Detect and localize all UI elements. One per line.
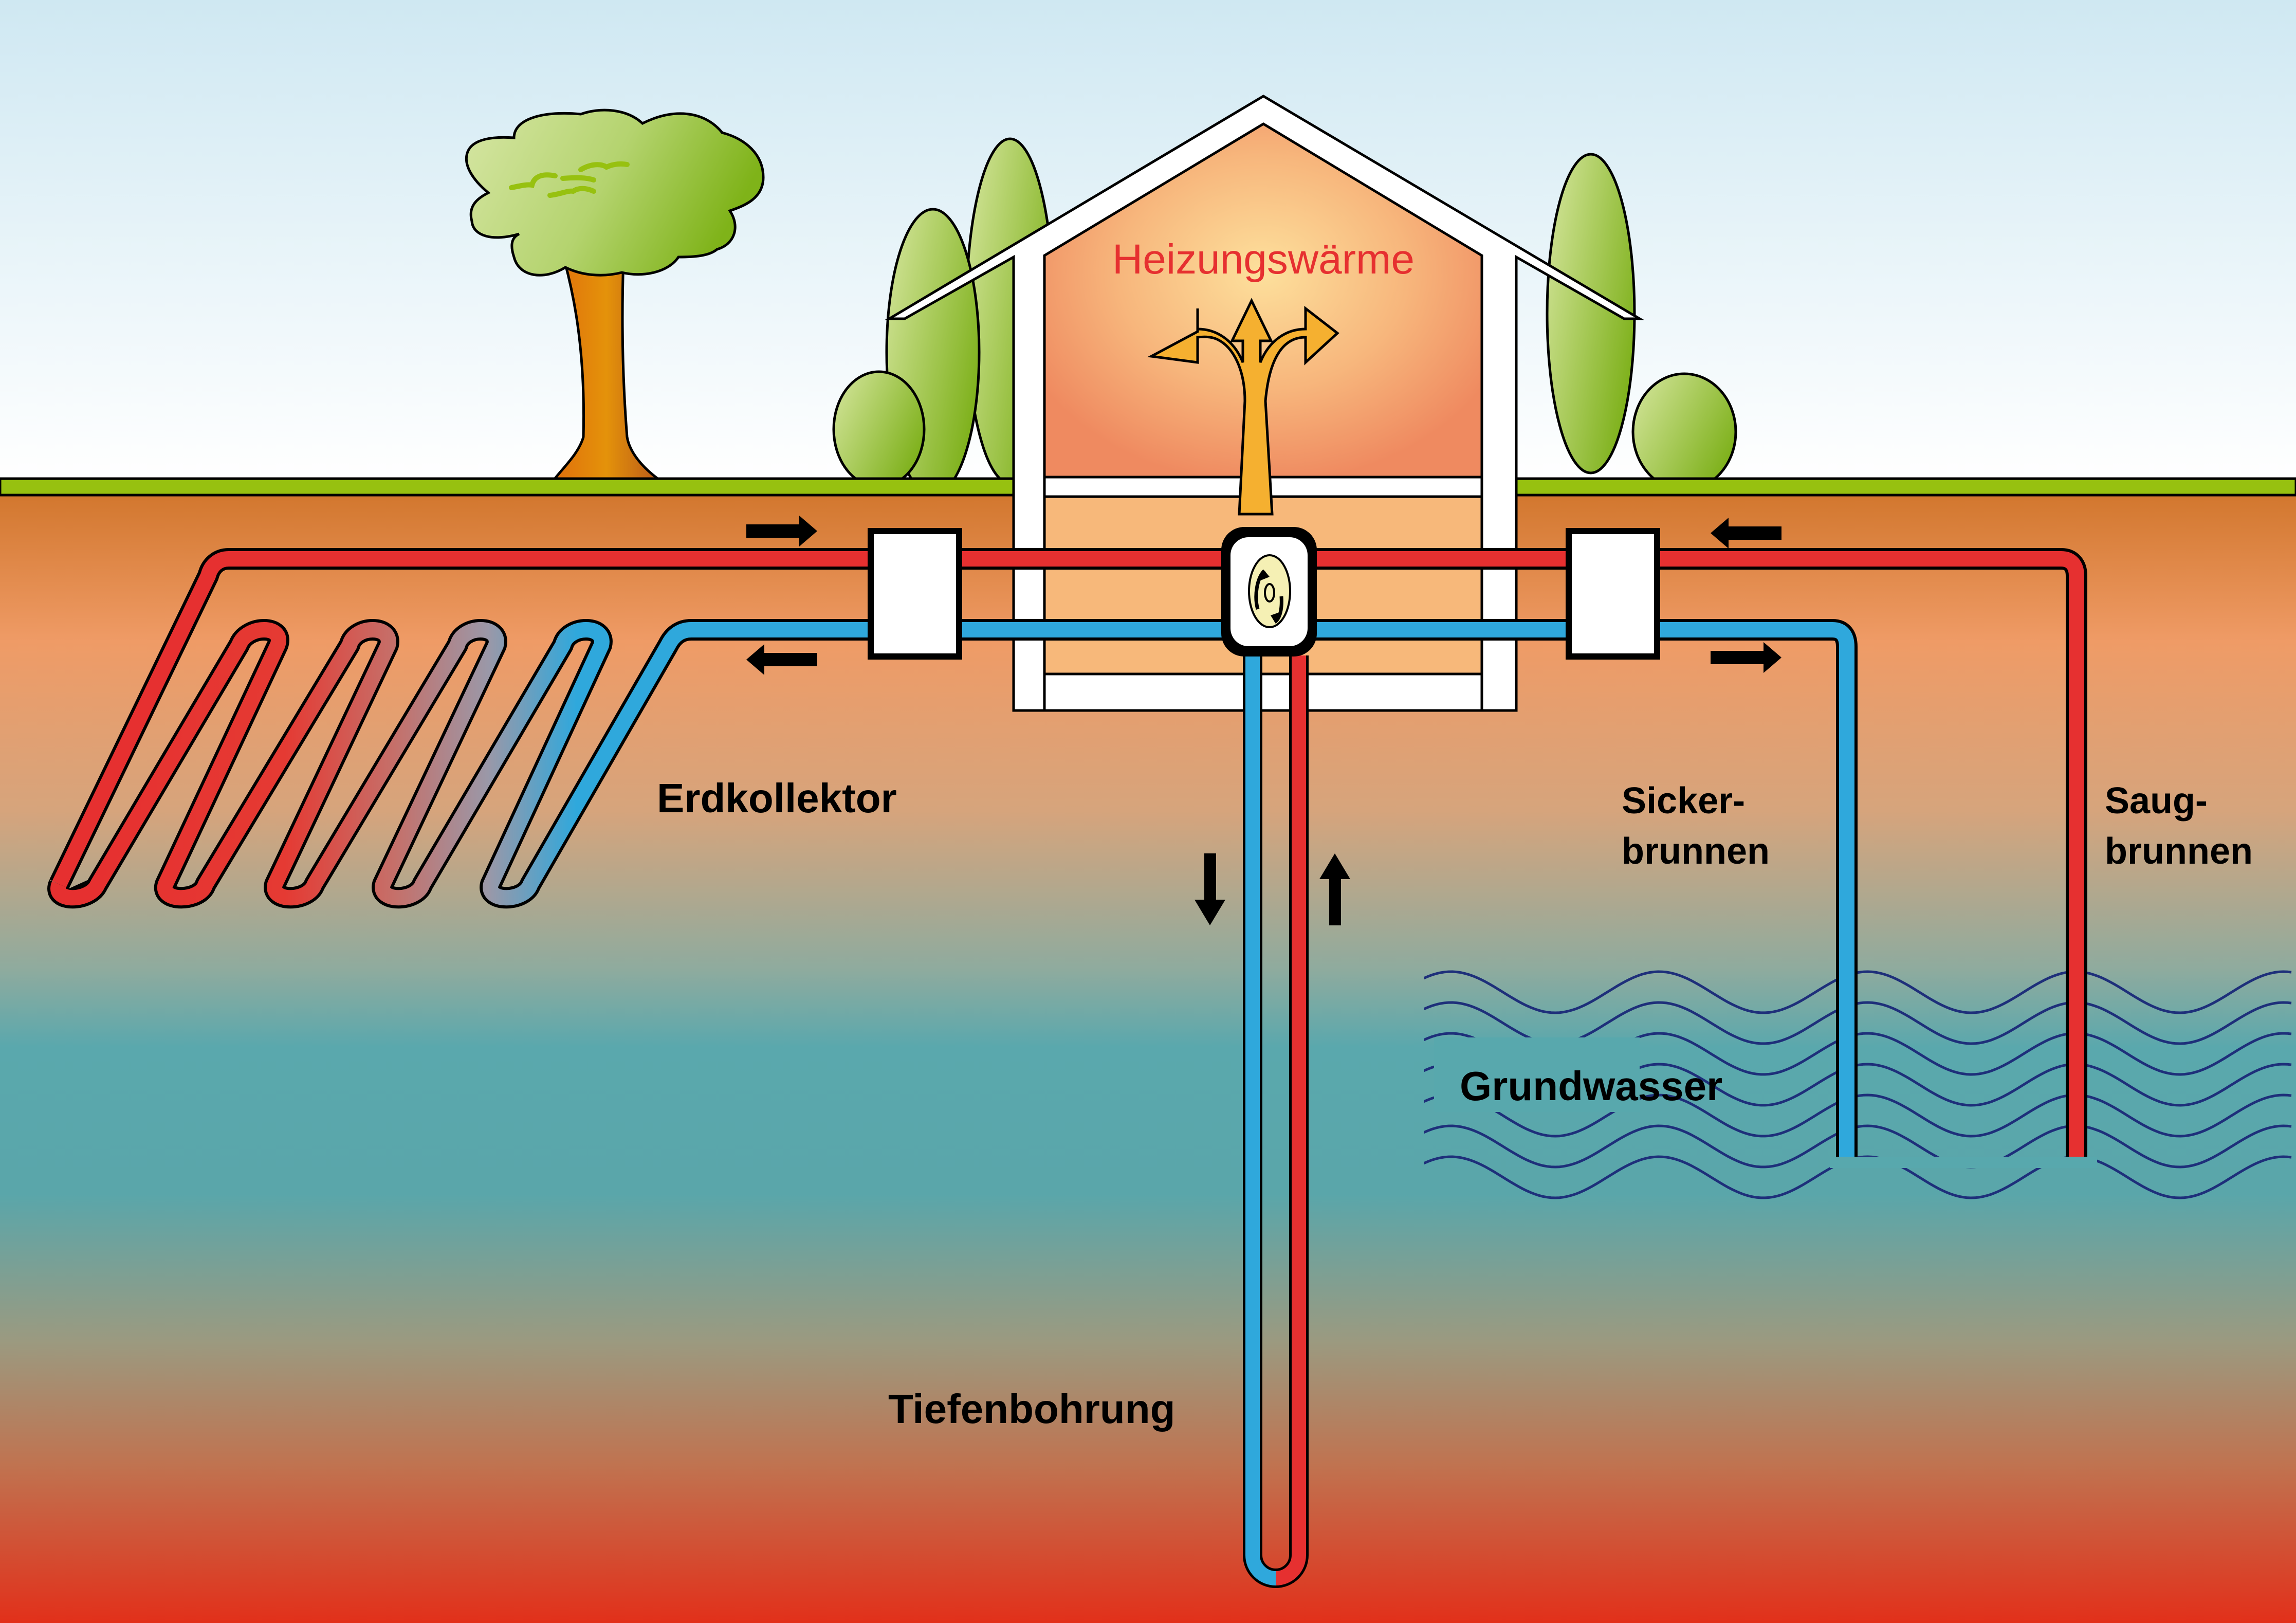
tree-leaf-detail — [509, 161, 630, 190]
well-pipes — [1275, 548, 2087, 1157]
arrow-up-icon — [1319, 853, 1350, 925]
bush-right — [1631, 372, 1737, 491]
bush-left — [832, 370, 926, 488]
arrow-left-icon — [1711, 518, 1781, 549]
heat-exchanger-right — [1566, 528, 1660, 660]
suction-well-label-line1: Saug- — [2105, 780, 2208, 822]
flow-arrows — [746, 516, 1781, 925]
suction-well-label-line2: brunnen — [2105, 831, 2253, 872]
cypress-tree-right — [1546, 153, 1636, 475]
heat-pump — [1221, 527, 1317, 657]
house-basement-floor — [1043, 672, 1483, 712]
borehole-probe — [1243, 655, 1309, 1588]
arrow-down-icon — [1195, 853, 1225, 925]
tree-crown — [465, 108, 765, 277]
arrow-right-icon — [1711, 642, 1781, 673]
heat-exchanger-left — [868, 528, 962, 660]
heating-label: Heizungswärme — [1112, 236, 1415, 283]
deep-drilling-label: Tiefenbohrung — [888, 1386, 1175, 1432]
seepage-well-label-line1: Sicker- — [1622, 780, 1745, 822]
groundwater-label: Grundwasser — [1460, 1063, 1722, 1109]
arrow-right-icon — [746, 516, 817, 546]
ground-collector-label: Erdkollektor — [657, 775, 897, 821]
groundwater-label-bg — [1434, 1037, 1640, 1112]
ground-collector-pipes — [47, 548, 1254, 909]
seepage-well-label-line2: brunnen — [1622, 831, 1770, 872]
heat-distribution-arrow-icon — [1147, 298, 1339, 516]
deciduous-tree — [465, 108, 765, 483]
arrow-left-icon — [746, 644, 817, 675]
